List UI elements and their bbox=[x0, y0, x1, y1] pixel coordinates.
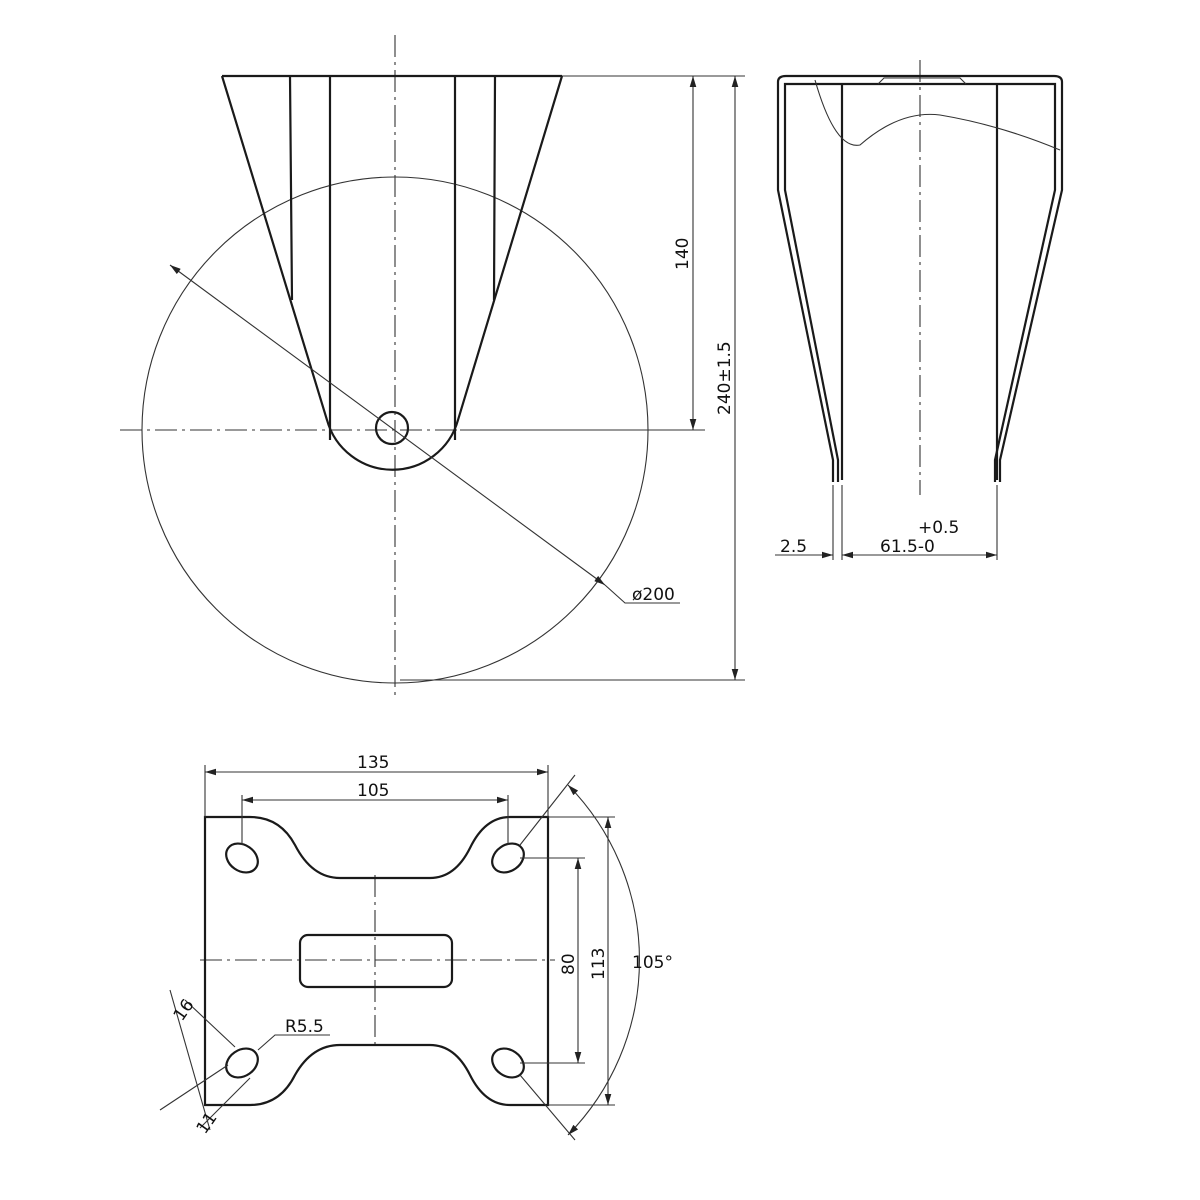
fork-ribs bbox=[288, 75, 497, 440]
plate-height-label: 113 bbox=[589, 948, 609, 980]
plate-outline bbox=[203, 815, 550, 1107]
side-view: 2.5 61.5-0 +0.5 bbox=[775, 60, 1064, 560]
front-view: ø200 140 240±1.5 bbox=[120, 35, 745, 695]
top-plate-view: 135 105 80 113 105° R5.5 16 11 bbox=[159, 753, 673, 1141]
hole-spacing-y-label: 80 bbox=[559, 953, 579, 975]
tolerance-label: +0.5 bbox=[918, 518, 959, 538]
thickness-label: 2.5 bbox=[780, 537, 807, 557]
plate-width-label: 135 bbox=[357, 753, 389, 773]
center-slot bbox=[298, 933, 454, 989]
slot-length-label: 16 bbox=[170, 996, 199, 1025]
wheel-diameter-label: ø200 bbox=[632, 585, 675, 605]
angle-label: 105° bbox=[632, 953, 673, 973]
slot-width-label: 11 bbox=[193, 1109, 222, 1138]
mounting-slots bbox=[225, 842, 525, 1079]
axle-height-label: 140 bbox=[673, 238, 693, 270]
total-height-label: 240±1.5 bbox=[715, 341, 735, 415]
inner-width-label: 61.5-0 bbox=[880, 537, 935, 557]
hole-spacing-x-label: 105 bbox=[357, 781, 389, 801]
fork-outline bbox=[220, 74, 564, 471]
slot-radius-label: R5.5 bbox=[285, 1017, 324, 1037]
